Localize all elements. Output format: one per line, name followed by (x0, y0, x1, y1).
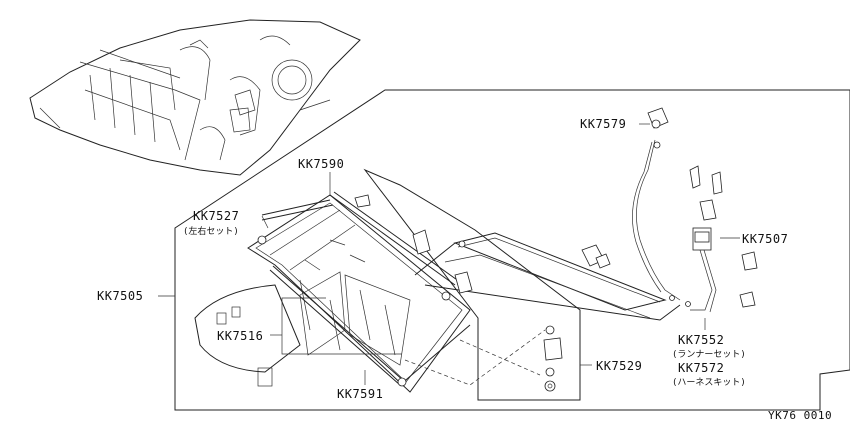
label-kk7516: KK7516 (217, 329, 263, 343)
label-kk7552: KK7552 (678, 333, 724, 347)
note-kk7527-left-right-set: (左右セット) (183, 225, 239, 237)
vehicle-overview-illustration (29, 19, 361, 176)
label-kk7572: KK7572 (678, 361, 724, 375)
drain-runner-assembly (414, 232, 681, 321)
harness-cable (581, 107, 758, 313)
note-kk7572-harness-kit: (ハーネスキット) (672, 377, 746, 388)
label-kk7590: KK7590 (298, 157, 344, 171)
label-kk7579: KK7579 (580, 117, 626, 131)
note-kk7552-runner-set: (ランナーセット) (672, 349, 746, 360)
leader-lines (158, 123, 740, 385)
label-kk7591: KK7591 (337, 387, 383, 401)
label-kk7507: KK7507 (742, 232, 788, 246)
label-kk7505: KK7505 (97, 289, 143, 303)
parts-group-frame (174, 89, 850, 411)
interior-trim-panel (194, 284, 301, 387)
label-kk7527: KK7527 (193, 209, 239, 223)
bracket-hardware (354, 168, 581, 401)
label-kk7529: KK7529 (596, 359, 642, 373)
sunroof-frame-assembly (247, 191, 471, 393)
diagram-code: YK76 0010 (768, 409, 832, 422)
